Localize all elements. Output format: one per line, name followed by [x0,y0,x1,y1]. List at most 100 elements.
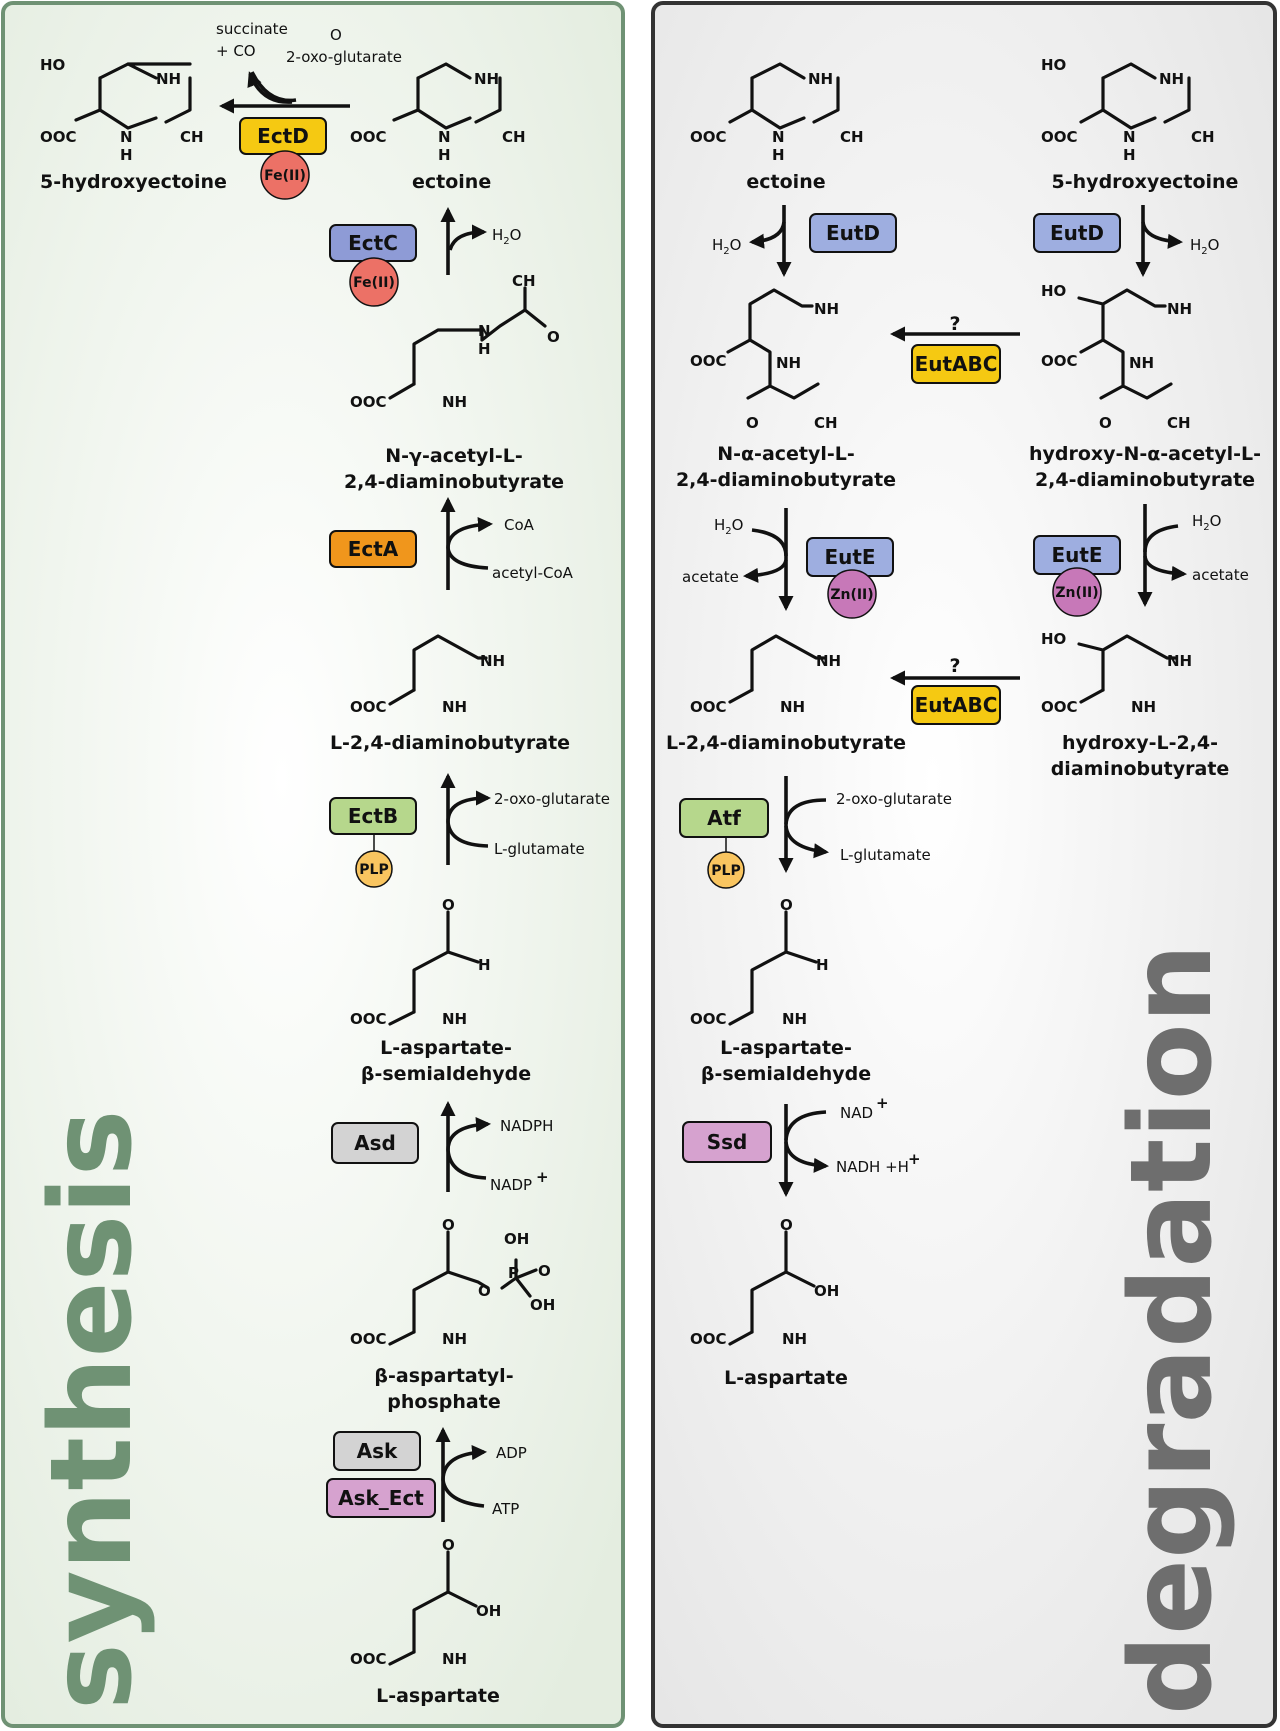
atf-cofactor-in: 2-oxo-glutarate [836,790,952,808]
ssd-label: Ssd [707,1130,748,1154]
ectB-label: EctB [348,804,398,828]
synthesis-title: synthesis [27,1110,157,1710]
h-label: H [120,146,133,164]
eutD-right-enzyme [1033,213,1121,253]
hydroxy-label: HO [40,56,65,74]
h-label: H [478,956,491,974]
carboxylate-label: OOC [1041,128,1078,146]
o-label: O [442,1536,455,1554]
nadh-plus-label: + [908,1150,921,1168]
plp-label-degradation: PLP [711,863,740,879]
nh3-label: NH [1167,652,1192,670]
ectA-enzyme [329,530,417,568]
ch3-label: CH [1191,128,1215,146]
oh-label: OH [504,1230,529,1248]
synthesis-ectoine-structure: NH N H CH OOC [350,62,526,164]
o-label: O [442,1216,455,1234]
hnaa-name-line2: 2,4-diaminobutyrate [1035,469,1255,491]
naa-name-line2: 2,4-diaminobutyrate [676,469,896,491]
hdab-name-line1: hydroxy-L-2,4- [1062,732,1218,754]
n-label: N [772,128,785,146]
unknown-step-bottom: ? [949,655,960,677]
eutABC-bottom-enzyme [911,685,1001,725]
nh3-label: NH [782,1010,807,1028]
nh-label: NH [776,354,801,372]
degradation-dab-name: L-2,4-diaminobutyrate [666,732,906,754]
asd-enzyme [331,1122,419,1164]
nh3-label: NH [442,698,467,716]
ask-enzyme [333,1431,421,1471]
nh3-label: NH [480,652,505,670]
ch3-label: CH [1167,414,1191,432]
n-label: N [478,322,491,340]
carboxylate-label: OOC [40,128,77,146]
h-label: H [1123,146,1136,164]
nad-plus-label: + [876,1094,889,1112]
ask-ect-label: Ask_Ect [338,1486,424,1510]
carboxylate-label: OOC [350,393,387,411]
ssd-enzyme [682,1121,772,1163]
co2-label: + CO [216,42,256,60]
eutABC-bottom-label: EutABC [915,693,998,717]
carboxylate-label: OOC [350,1650,387,1668]
ectb-product-cofactor: 2-oxo-glutarate [494,790,610,808]
zn-ii-cofactor-right [1052,567,1102,617]
o-label: O [746,414,759,432]
n-label: N [1123,128,1136,146]
o-label: O [442,896,455,914]
synthesis-aspartate-name: L-aspartate [376,1685,500,1707]
nh3-label: NH [442,1330,467,1348]
fe-ii-cofactor-2 [349,257,399,307]
unknown-step-top: ? [949,313,960,335]
h2o-label-ectc: H2O [492,226,521,247]
hydroxy-label: HO [1041,56,1066,74]
synthesis-hydroxyectoine-structure: HO NH N H CH OOC [40,56,204,164]
ectC-label: EctC [348,231,398,255]
nh-label: NH [808,70,833,88]
nh3-label: NH [814,300,839,318]
oh-label: OH [530,1296,555,1314]
o2-label: O [330,26,342,44]
oh-label: OH [814,1282,839,1300]
degradation-aspartate-name: L-aspartate [724,1367,848,1389]
nga-name-line2: 2,4-diaminobutyrate [344,471,564,493]
nh3-label: NH [1167,300,1192,318]
adp-label: ADP [496,1444,527,1462]
carboxylate-label: OOC [690,698,727,716]
degradation-dab-structure: NH OOC NH [690,634,841,716]
coa-label: CoA [504,516,535,534]
acetate-label-right: acetate [1192,566,1249,584]
naa-name-line1: N-α-acetyl-L- [717,443,855,465]
ask-ect-enzyme [326,1478,436,1518]
degradation-title: degradation [1107,944,1237,1715]
o-label: O [1099,414,1112,432]
plp-label-synthesis: PLP [359,862,388,878]
carboxylate-label: OOC [690,1330,727,1348]
succinate-label: succinate [216,20,288,38]
acetate-label-left: acetate [682,568,739,586]
bap-name-line1: β-aspartatyl- [374,1365,513,1387]
synthesis-asa-structure: O H OOC NH [350,896,491,1028]
eutD-right-label: EutD [1050,221,1104,245]
nh-label: NH [474,70,499,88]
hydroxy-label: HO [1041,282,1066,300]
synthesis-aspartate-structure: O OH OOC NH [350,1536,501,1668]
zn-ii-label-right: Zn(II) [1055,585,1098,601]
degradation-ectoine-name: ectoine [746,171,825,193]
nh3-label: NH [442,1010,467,1028]
o-label: O [478,1282,491,1300]
eutE-right-label: EutE [1051,543,1102,567]
nh3-label: NH [816,652,841,670]
carboxylate-label: OOC [690,352,727,370]
h-label: H [438,146,451,164]
ch3-label: CH [814,414,838,432]
n-gamma-acetyl-dab-structure: CH H N O OOC NH [350,272,560,411]
carboxylate-label: OOC [1041,698,1078,716]
asd-label: Asd [354,1131,396,1155]
synthesis-dab-structure: NH OOC NH [350,634,505,716]
o-label: O [780,896,793,914]
o-label: O [547,328,560,346]
fe-ii-label-1: Fe(II) [264,168,306,184]
h2o-label-eutd-left: H2O [712,236,741,257]
atf-label: Atf [707,806,741,830]
